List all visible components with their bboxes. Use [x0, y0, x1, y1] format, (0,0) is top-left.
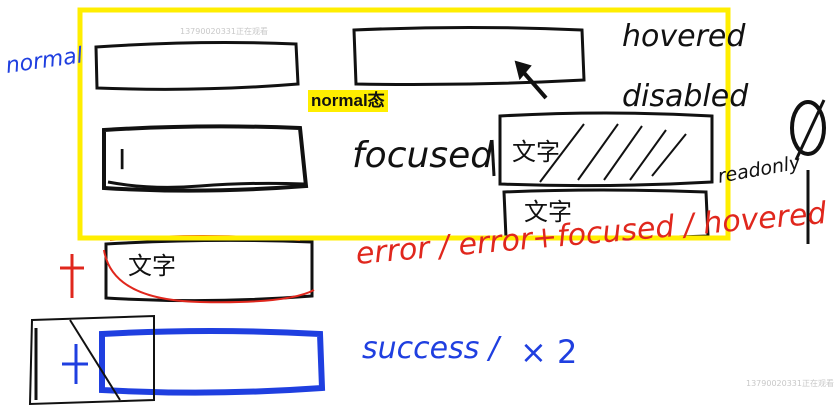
sketch-io-circle — [790, 100, 826, 156]
label-times-two: × 2 — [520, 333, 578, 371]
sketch-plus-red — [60, 254, 84, 298]
sketch-disabled-hatching — [539, 123, 687, 183]
text-cursor-icon: I — [118, 143, 127, 176]
label-hovered: hovered — [622, 19, 746, 54]
placeholder-text-readonly: 文字 — [524, 198, 572, 226]
label-focused: focused — [352, 135, 494, 176]
sketch-input-normal — [94, 41, 300, 91]
watermark-top: 13790020331正在观看 — [180, 27, 268, 36]
sketch-input-focused — [102, 124, 309, 193]
watermark-bottom: 13790020331正在观看 — [746, 379, 834, 388]
placeholder-text-error: 文字 — [128, 252, 176, 280]
sketch-input-success — [99, 328, 326, 396]
sketch-input-disabled — [498, 111, 714, 188]
label-success: success / — [362, 331, 499, 366]
highlight-frame — [77, 7, 731, 241]
label-disabled: disabled — [622, 79, 749, 114]
sketch-plus-blue — [62, 344, 88, 384]
sketch-pointer-head — [514, 60, 532, 81]
sketch-plus-frame — [28, 314, 155, 406]
sketch-input-error — [104, 238, 314, 303]
annotation-label: normal态 — [308, 90, 388, 113]
placeholder-text-disabled: 文字 — [512, 138, 560, 166]
sketch-input-hovered — [352, 26, 586, 86]
